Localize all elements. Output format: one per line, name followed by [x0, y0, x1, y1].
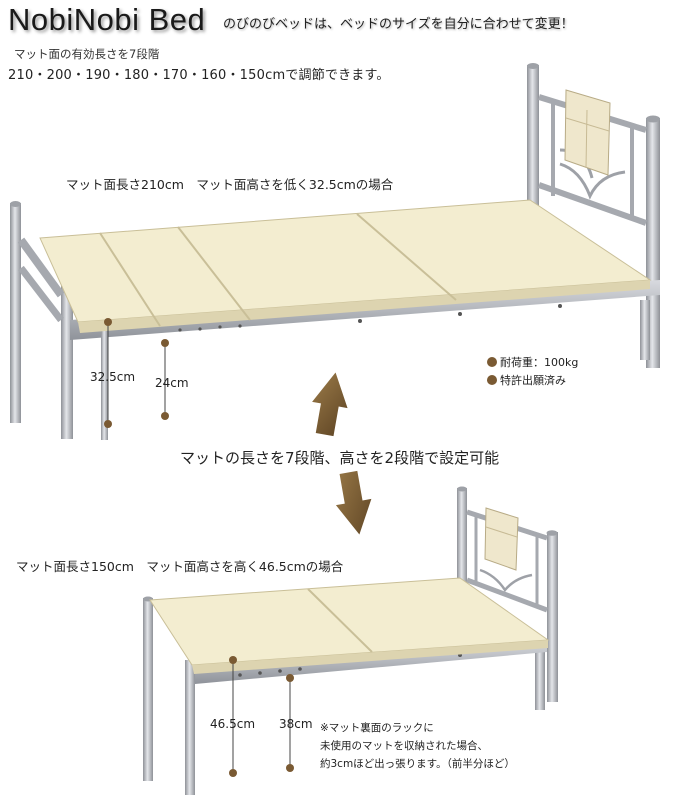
dim-marker: [104, 318, 112, 326]
center-headline: マットの長さを7段階、高さを2段階で設定可能: [180, 449, 500, 467]
bottom-bed: [143, 486, 558, 795]
arrow-up-icon: [312, 372, 348, 437]
arrow-down-icon: [335, 470, 372, 535]
dim-marker: [161, 339, 169, 347]
brand-title: NobiNobi Bed: [8, 2, 206, 37]
dim-marker: [161, 412, 169, 420]
spec-load-text: 耐荷重：100kg: [500, 356, 579, 369]
note-line: ※マット裏面のラックに: [320, 722, 434, 734]
top-dim-high-label: 32.5cm: [90, 370, 136, 384]
top-bed-caption: マット面長さ210cm マット面高さを低く32.5cmの場合: [66, 177, 394, 192]
top-bed: [10, 63, 660, 440]
bottom-storage-pocket: [484, 507, 519, 571]
bottom-bed-caption: マット面長さ150cm マット面高さを高く46.5cmの場合: [16, 559, 344, 574]
note-line: 約3cmほど出っ張ります。（前半分ほど）: [320, 758, 515, 770]
bullet-icon: [487, 375, 497, 385]
spec-load: 耐荷重：100kg: [487, 354, 578, 370]
dim-marker: [286, 674, 294, 682]
spec-patent-text: 特許出願済み: [500, 374, 566, 387]
tagline: のびのびベッドは、ベッドのサイズを自分に合わせて変更！: [223, 17, 574, 32]
dim-marker: [229, 656, 237, 664]
top-mattress: [39, 199, 652, 333]
note-line: 未使用のマットを収納された場合、: [320, 740, 488, 752]
bullet-icon: [487, 357, 497, 367]
dim-marker: [104, 420, 112, 428]
steps-heading: マット面の有効長さを7段階: [14, 47, 160, 61]
top-foot-post-left: [10, 203, 21, 423]
bottom-dim-high-label: 46.5cm: [210, 717, 256, 731]
top-dim-low-label: 24cm: [155, 376, 189, 390]
bottom-mattress: [149, 577, 550, 674]
bottom-dim-low-label: 38cm: [279, 717, 313, 731]
bottom-head-post-right: [547, 532, 558, 702]
dim-marker: [229, 769, 237, 777]
spec-patent: 特許出願済み: [487, 372, 566, 388]
bottom-head-post-left: [457, 488, 467, 608]
top-storage-pocket: [564, 89, 611, 176]
steps-values: 210・200・190・180・170・160・150cmで調節できます。: [8, 68, 390, 83]
dim-marker: [286, 764, 294, 772]
